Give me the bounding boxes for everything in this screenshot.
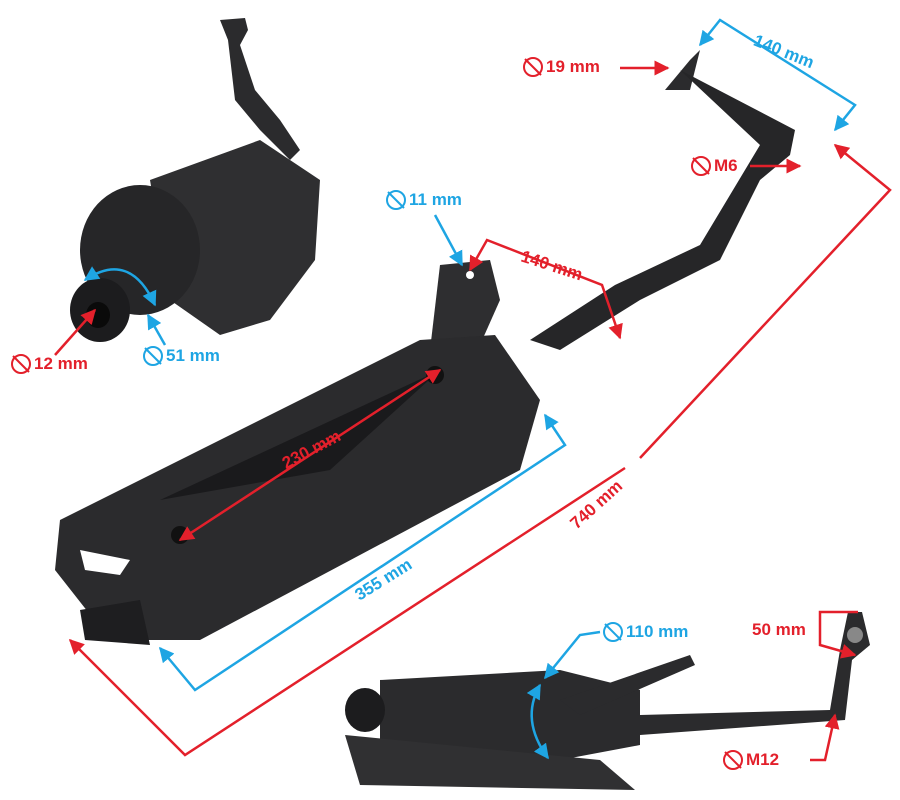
tailpipe-diameter-label: 51 mm [142,345,220,367]
diameter-icon [522,56,544,78]
blue-dimension-lines [83,18,857,760]
flange-diameter-label: 19 mm [522,56,600,78]
outlet-diameter-label: 12 mm [10,353,88,375]
diameter-icon [10,353,32,375]
diameter-icon [142,345,164,367]
bolt-thread-label: M6 [690,155,738,177]
rear-view-photo [70,18,320,342]
side-view-photo [345,612,870,790]
diameter-icon [602,621,624,643]
diameter-icon [385,189,407,211]
diameter-icon [722,749,744,771]
bracket-hole-label: 11 mm [385,189,462,211]
stud-thread-label: M12 [722,749,779,771]
body-diameter-label: 110 mm [602,621,688,643]
diameter-icon [690,155,712,177]
flange-spacing-label: 50 mm [752,620,806,639]
